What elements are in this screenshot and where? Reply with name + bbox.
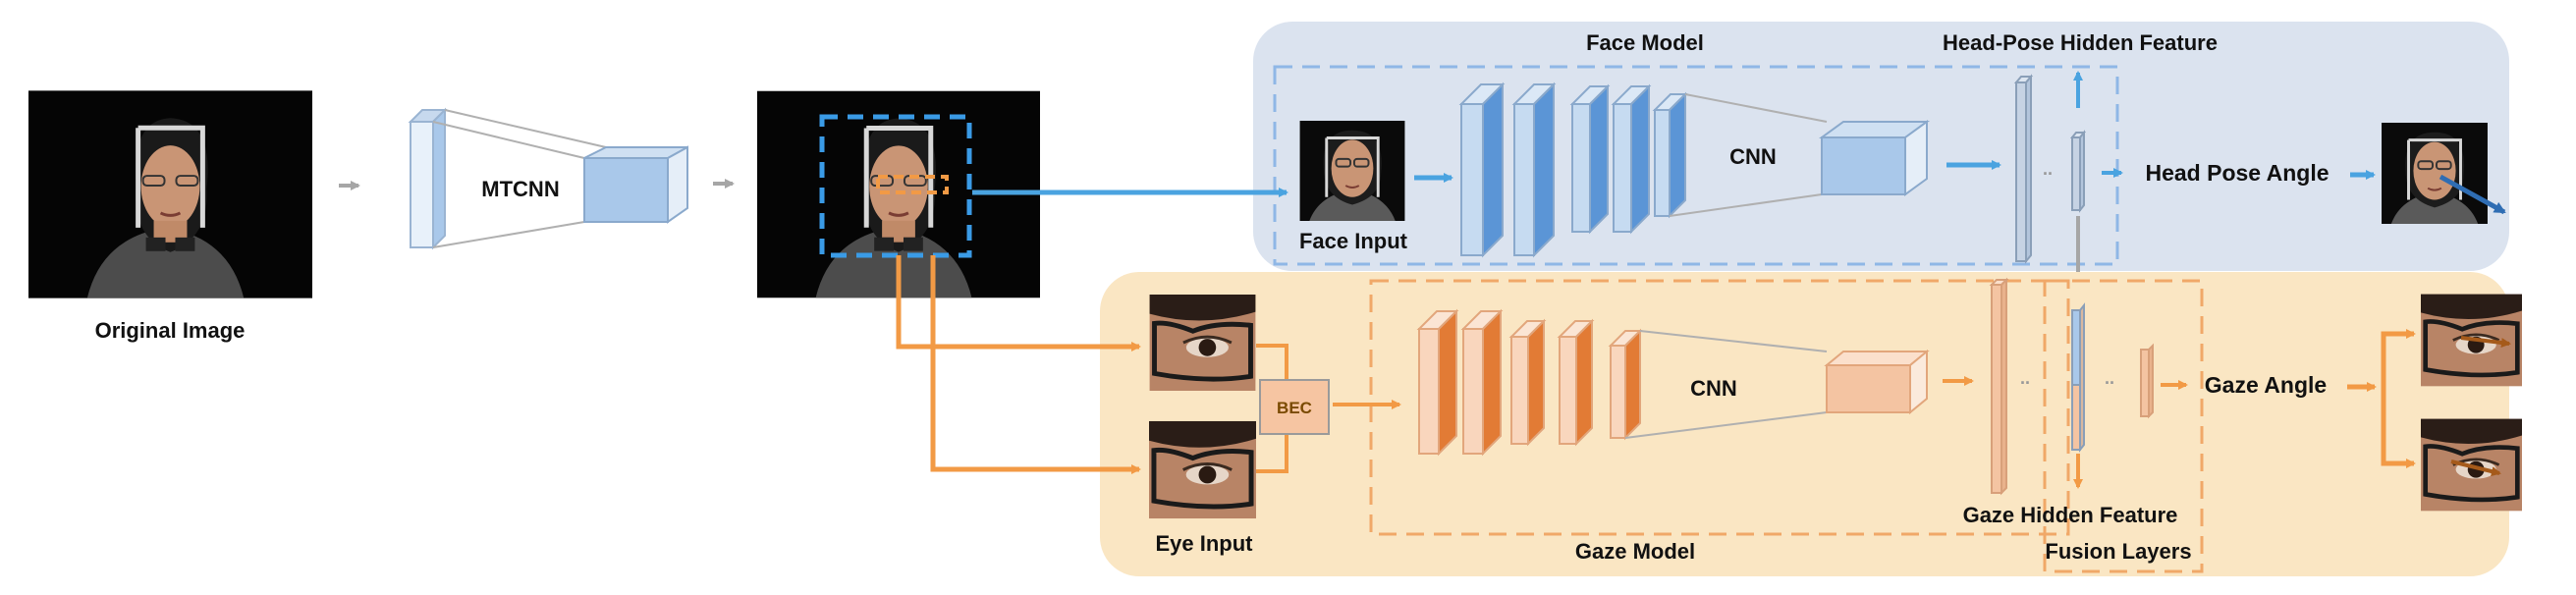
fusion-concat-vector: [2071, 302, 2085, 453]
eye-input-label: Eye Input: [1155, 531, 1253, 556]
face-cnn-label: CNN: [1729, 144, 1777, 169]
head-pose-angle-label: Head Pose Angle: [2145, 160, 2329, 186]
gaze-cnn-label: CNN: [1690, 376, 1737, 401]
head-pose-hidden-feature-label: Head-Pose Hidden Feature: [1943, 30, 2218, 55]
head-pose-feature-vector: [2013, 74, 2034, 264]
face-ellipsis: ..: [2043, 159, 2053, 179]
gaze-output-branch-top: [2381, 329, 2416, 387]
head-pose-output-image: [2382, 123, 2506, 224]
face-cnn-layers: [1458, 81, 1931, 258]
gaze-angle-label: Gaze Angle: [2205, 372, 2327, 398]
gaze-output-eye-top: [2421, 295, 2522, 387]
face-input-label: Face Input: [1299, 229, 1408, 253]
orange-route-lower-eye: [930, 255, 1141, 474]
fusion-output-vector: [2140, 343, 2154, 419]
eye-to-bec-top: [1256, 344, 1288, 381]
original-image: [28, 90, 312, 298]
gaze-model-dashed-region: [1369, 279, 2070, 536]
eye-input-image-top: [1150, 295, 1256, 391]
fusion-layers-dashed-region: [2043, 279, 2204, 573]
gaze-hidden-feature-label: Gaze Hidden Feature: [1963, 503, 2178, 527]
gaze-ellipsis-2: ..: [2105, 368, 2114, 388]
gaze-model-label: Gaze Model: [1575, 539, 1695, 564]
orange-route-upper-eye: [896, 255, 1141, 352]
bec-label: BEC: [1277, 399, 1312, 417]
gaze-output-branch-bottom: [2381, 387, 2416, 468]
face-model-label: Face Model: [1586, 30, 1704, 55]
face-bounding-box: [819, 114, 972, 258]
gaze-cnn-layers: [1416, 308, 1930, 457]
eye-input-image-bottom: [1149, 421, 1256, 518]
mtcnn-block: [408, 107, 688, 250]
bec-block: [1259, 379, 1330, 435]
detected-face-image: [757, 91, 1040, 298]
head-pose-hidden-vector: [2069, 130, 2087, 213]
mtcnn-label: MTCNN: [481, 177, 559, 201]
gaze-ellipsis-1: ..: [2020, 368, 2030, 388]
eye-to-bec-bottom: [1256, 432, 1288, 473]
original-image-label: Original Image: [95, 318, 246, 343]
face-input-image: [1299, 121, 1405, 221]
fusion-layers-label: Fusion Layers: [2045, 539, 2191, 564]
gaze-feature-vector: [1989, 277, 2009, 496]
eye-bounding-box: [876, 175, 949, 194]
gaze-output-eye-bottom: [2421, 419, 2522, 512]
face-model-dashed-region: [1273, 65, 2119, 266]
